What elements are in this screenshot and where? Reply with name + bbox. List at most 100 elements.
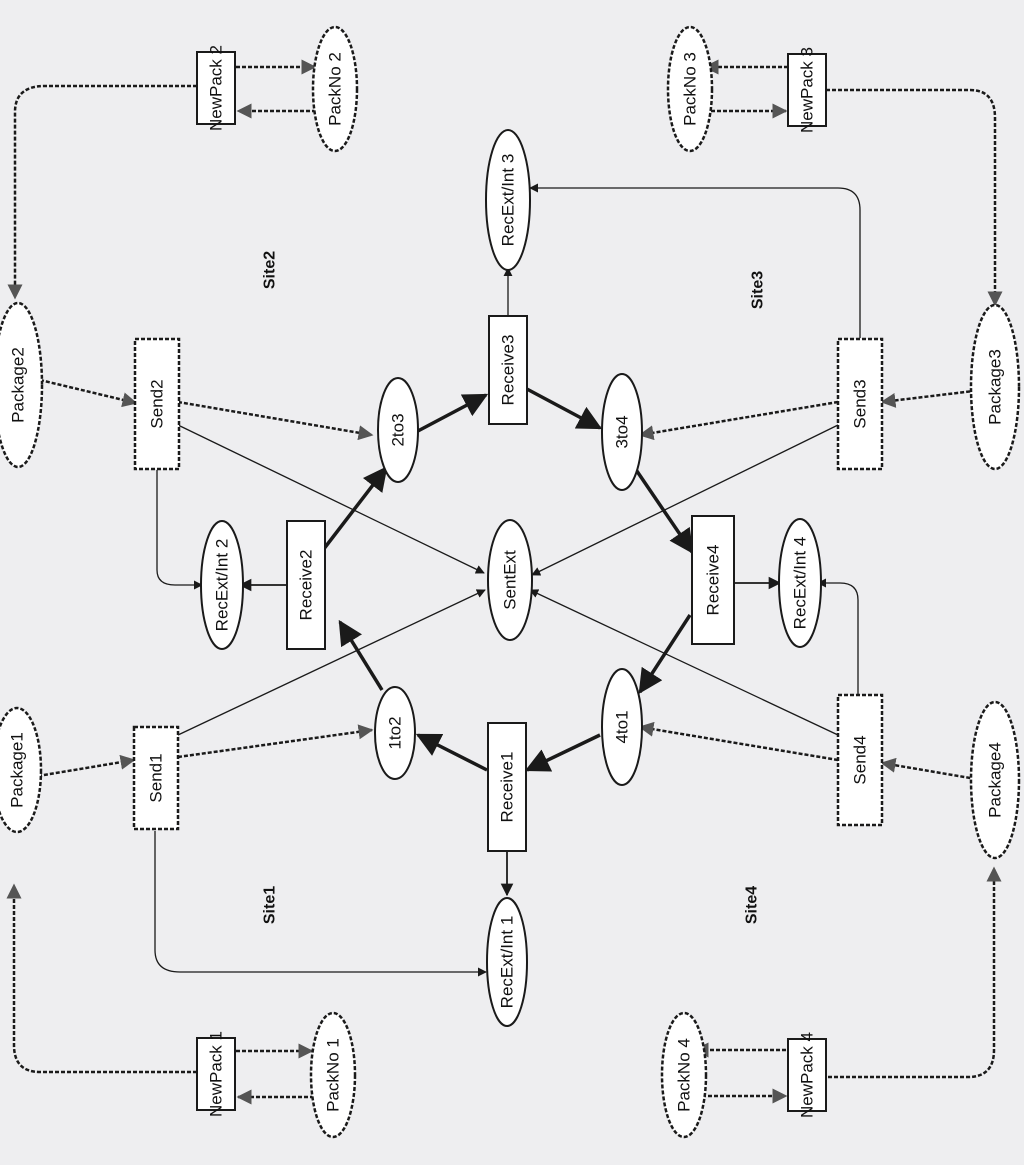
- arc-send4-sentext: [529, 589, 839, 736]
- place-package4-shape: [969, 700, 1021, 860]
- transition-receive4-label: Receive4: [704, 545, 723, 616]
- transition-send4-shape: [836, 693, 884, 827]
- place-recext2-label: RecExt/Int 2: [213, 539, 232, 632]
- arc-newpack2-package2: [7, 84, 197, 300]
- place-packno1-shape: [309, 1011, 357, 1139]
- arc-send4-recext4: [817, 578, 859, 695]
- place-packno4-label: PackNo 4: [675, 1038, 694, 1112]
- place-p1to2: 1to2: [374, 686, 416, 780]
- place-sentext-label: SentExt: [501, 550, 520, 610]
- transitions: NewPack 1 NewPack 2 NewPack 3 NewPack 4 Send…: [132, 45, 884, 1118]
- place-recext2: RecExt/Int 2: [200, 520, 244, 650]
- arc-receive3-3to4: [524, 386, 603, 430]
- place-recext3-label: RecExt/Int 3: [499, 154, 518, 247]
- place-p3to4: 3to4: [601, 373, 643, 491]
- arc-send1-recext1: [154, 831, 487, 977]
- arc-receive4-4to1: [638, 614, 692, 695]
- arc-send3-sentext: [531, 424, 839, 576]
- place-packno2-shape: [311, 25, 359, 153]
- arc-receive2-2to3: [321, 466, 388, 552]
- transition-receive2: Receive2: [286, 520, 326, 650]
- transition-receive2-shape: [286, 520, 326, 650]
- place-package1-shape: [0, 706, 43, 834]
- transition-receive2-label: Receive2: [297, 550, 316, 621]
- site-label-site4: Site4: [744, 886, 761, 924]
- place-package2-label: Package2: [9, 347, 28, 423]
- place-p3to4-shape: [601, 373, 643, 491]
- place-packno2-label: PackNo 2: [326, 52, 345, 126]
- transition-newpack4-label: NewPack 4: [798, 1032, 817, 1118]
- place-package2-shape: [0, 301, 44, 469]
- transition-receive1-shape: [487, 722, 527, 852]
- transition-send2-shape: [133, 337, 181, 471]
- place-recext1-shape: [486, 897, 528, 1027]
- place-packno2: PackNo 2: [311, 25, 359, 153]
- place-p2to3-shape: [377, 377, 419, 483]
- site-label-site2: Site2: [262, 251, 279, 289]
- arc-package3-send3: [880, 388, 983, 408]
- transition-receive1: Receive1: [487, 722, 527, 852]
- place-packno1-label: PackNo 1: [324, 1038, 343, 1112]
- arc-receive1-1to2: [415, 733, 488, 772]
- place-package4-label: Package4: [986, 742, 1005, 818]
- transition-send4: Send4: [836, 693, 884, 827]
- transition-send2-label: Send2: [148, 379, 167, 428]
- arc-newpack4-package4: [828, 866, 1002, 1079]
- transition-newpack3-shape: [787, 53, 827, 127]
- site-label-site1: Site1: [262, 886, 279, 924]
- transition-newpack1: NewPack 1: [196, 1031, 236, 1117]
- transition-newpack2-shape: [196, 51, 236, 125]
- place-recext4: RecExt/Int 4: [778, 518, 822, 648]
- arc-send2-2to3: [177, 400, 374, 441]
- transition-newpack3-label: NewPack 3: [798, 47, 817, 133]
- transition-receive4: Receive4: [691, 515, 735, 645]
- arc-3to4-receive4: [626, 457, 694, 555]
- transition-send3-label: Send3: [851, 379, 870, 428]
- transition-receive3-shape: [488, 315, 528, 425]
- place-recext4-label: RecExt/Int 4: [791, 537, 810, 630]
- place-recext1: RecExt/Int 1: [486, 897, 528, 1027]
- place-packno3-label: PackNo 3: [681, 52, 700, 126]
- arc-send1-sentext: [177, 589, 486, 736]
- place-packno3-shape: [666, 25, 714, 153]
- transition-newpack4-shape: [787, 1038, 827, 1112]
- transition-newpack4: NewPack 4: [787, 1032, 827, 1118]
- arc-newpack1-package1: [6, 883, 197, 1074]
- transition-send3: Send3: [836, 337, 884, 471]
- arc-send3-3to4: [638, 400, 839, 441]
- transition-newpack2-label: NewPack 2: [207, 45, 226, 131]
- place-p4to1-shape: [601, 668, 643, 786]
- transition-send2: Send2: [133, 337, 181, 471]
- place-sentext-shape: [487, 519, 533, 641]
- arc-package1-send1: [37, 754, 136, 778]
- place-recext4-shape: [778, 518, 822, 648]
- place-packno3: PackNo 3: [666, 25, 714, 153]
- place-p4to1: 4to1: [601, 668, 643, 786]
- place-package1-label: Package1: [8, 732, 27, 808]
- arc-newpack3-package3: [826, 88, 1003, 307]
- place-packno4: PackNo 4: [660, 1011, 708, 1139]
- transition-newpack3: NewPack 3: [787, 47, 827, 133]
- arc-send2-sentext: [177, 424, 485, 574]
- arc-send4-4to1: [638, 721, 839, 762]
- transition-newpack2: NewPack 2: [196, 45, 236, 131]
- transition-newpack1-label: NewPack 1: [207, 1031, 226, 1117]
- place-package4: Package4: [969, 700, 1021, 860]
- arc-4to1-receive1: [524, 733, 601, 772]
- arc-package2-send2: [39, 378, 138, 408]
- place-recext3-shape: [485, 129, 531, 271]
- place-p2to3-label: 2to3: [389, 413, 408, 446]
- arc-2to3-receive3: [415, 393, 489, 434]
- arc-package4-send4: [880, 757, 983, 782]
- place-package3: Package3: [969, 303, 1021, 471]
- place-p3to4-label: 3to4: [613, 415, 632, 448]
- transition-receive4-shape: [691, 515, 735, 645]
- place-packno4-shape: [660, 1011, 708, 1139]
- arc-send1-1to2: [177, 724, 374, 759]
- transition-send3-shape: [836, 337, 884, 471]
- place-package3-label: Package3: [986, 349, 1005, 425]
- transition-send1-label: Send1: [147, 753, 166, 802]
- arc-send3-recext3: [529, 183, 861, 338]
